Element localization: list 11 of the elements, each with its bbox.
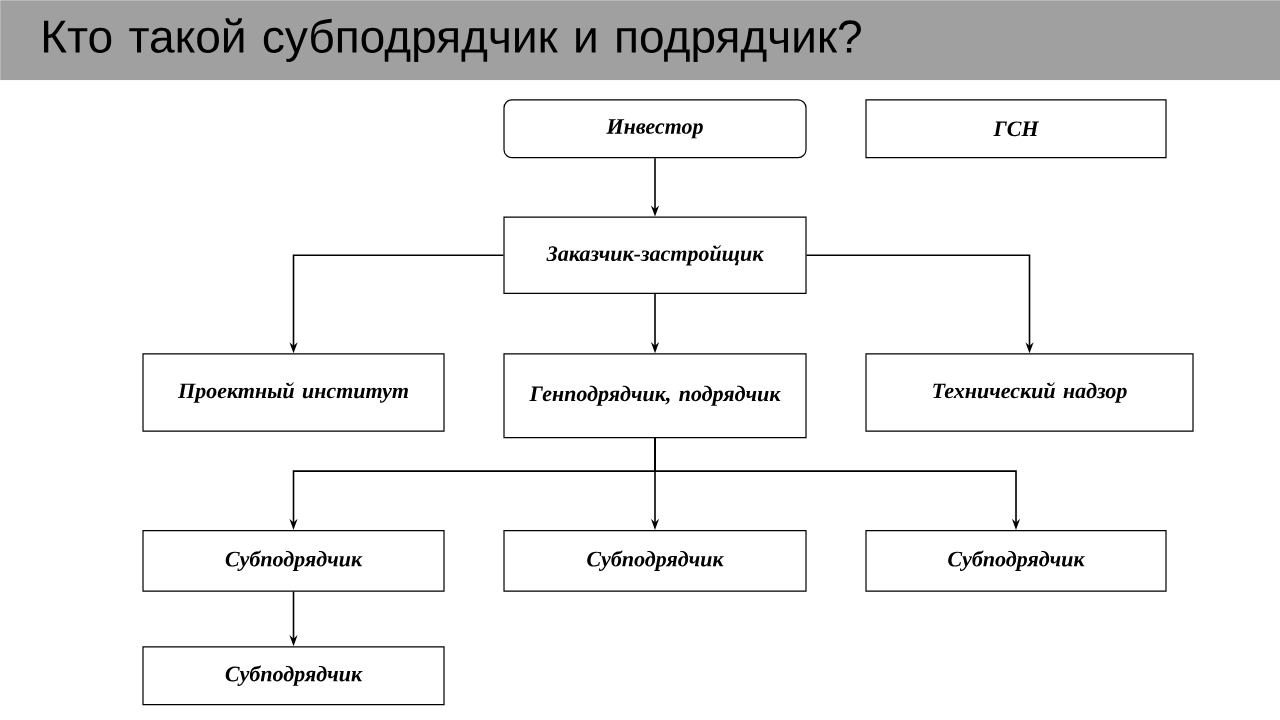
process-box: Генподрядчик, подрядчик: [503, 353, 807, 439]
process-box: Заказчик-застройщик: [503, 216, 807, 295]
process-box: Субподрядчик: [503, 529, 807, 592]
process-box: Проектный институт: [142, 353, 445, 432]
process-box: Субподрядчик: [865, 529, 1167, 592]
process-box: Субподрядчик: [142, 646, 445, 706]
process-box: Технический надзор: [865, 353, 1194, 432]
rounded-box: Инвестор: [503, 99, 807, 159]
process-box: Субподрядчик: [142, 529, 445, 592]
process-box: ГСН: [865, 99, 1167, 159]
title-banner: Кто такой субподрядчик и подрядчик?: [0, 0, 1280, 81]
